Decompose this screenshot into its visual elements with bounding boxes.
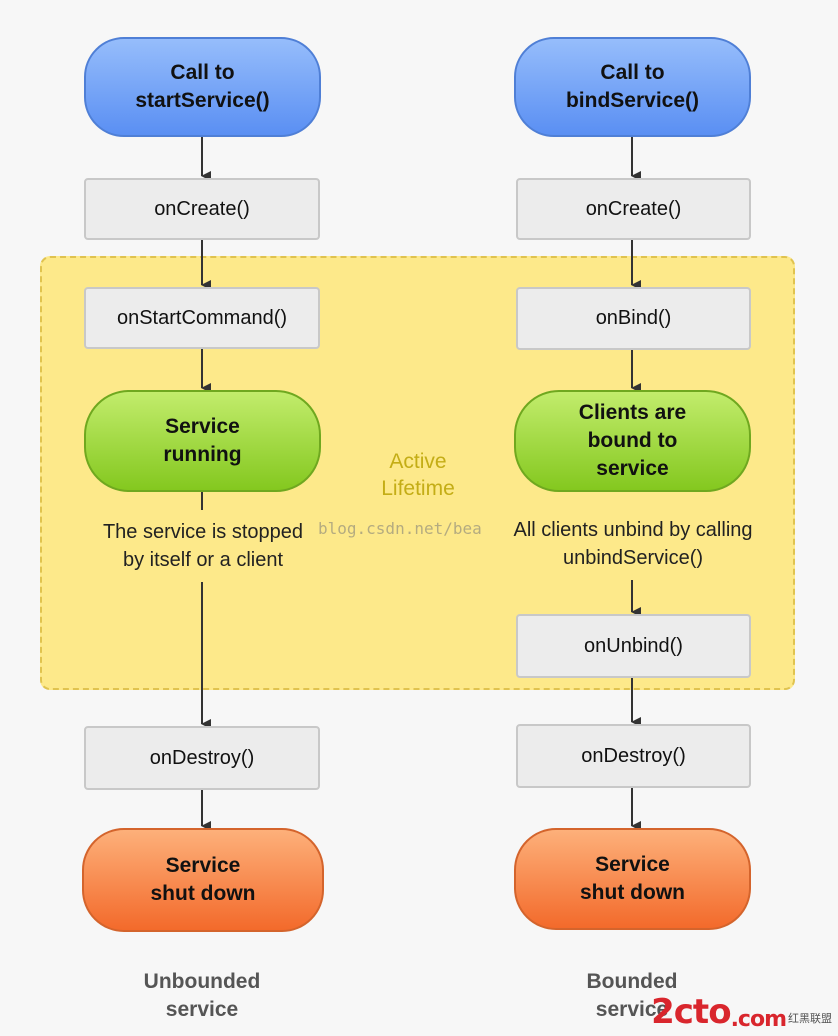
- active-lifetime-label: Active Lifetime: [381, 450, 455, 500]
- onstartcommand-node: onStartCommand(): [84, 287, 320, 349]
- watermark-logo-main: 2cto: [651, 992, 731, 1032]
- ondestroy-node-bounded: onDestroy(): [516, 724, 751, 788]
- clients-bound-node: Clients are bound to service: [514, 390, 751, 492]
- unbounded-service-caption: Unbounded service: [143, 970, 261, 1021]
- bind-service-node: Call to bindService(): [514, 37, 751, 137]
- watermark-text: blog.csdn.net/bea: [318, 519, 482, 538]
- stopped-note: The service is stopped by itself or a cl…: [62, 518, 344, 574]
- watermark-logo-cn: 红黑联盟: [788, 1013, 832, 1025]
- oncreate-node-unbounded: onCreate(): [84, 178, 320, 240]
- watermark-logo-suffix: .com: [730, 1007, 787, 1032]
- service-running-node: Service running: [84, 390, 321, 492]
- start-service-node: Call to startService(): [84, 37, 321, 137]
- bounded-service-caption: Bounded service: [586, 970, 678, 1021]
- service-shutdown-node-unbounded: Service shut down: [82, 828, 324, 932]
- onunbind-node: onUnbind(): [516, 614, 751, 678]
- ondestroy-node-unbounded: onDestroy(): [84, 726, 320, 790]
- oncreate-node-bounded: onCreate(): [516, 178, 751, 240]
- watermark-logo: 2cto .com 红黑联盟: [651, 992, 832, 1032]
- service-shutdown-node-bounded: Service shut down: [514, 828, 751, 930]
- onbind-node: onBind(): [516, 287, 751, 350]
- unbind-note: All clients unbind by calling unbindServ…: [478, 516, 788, 572]
